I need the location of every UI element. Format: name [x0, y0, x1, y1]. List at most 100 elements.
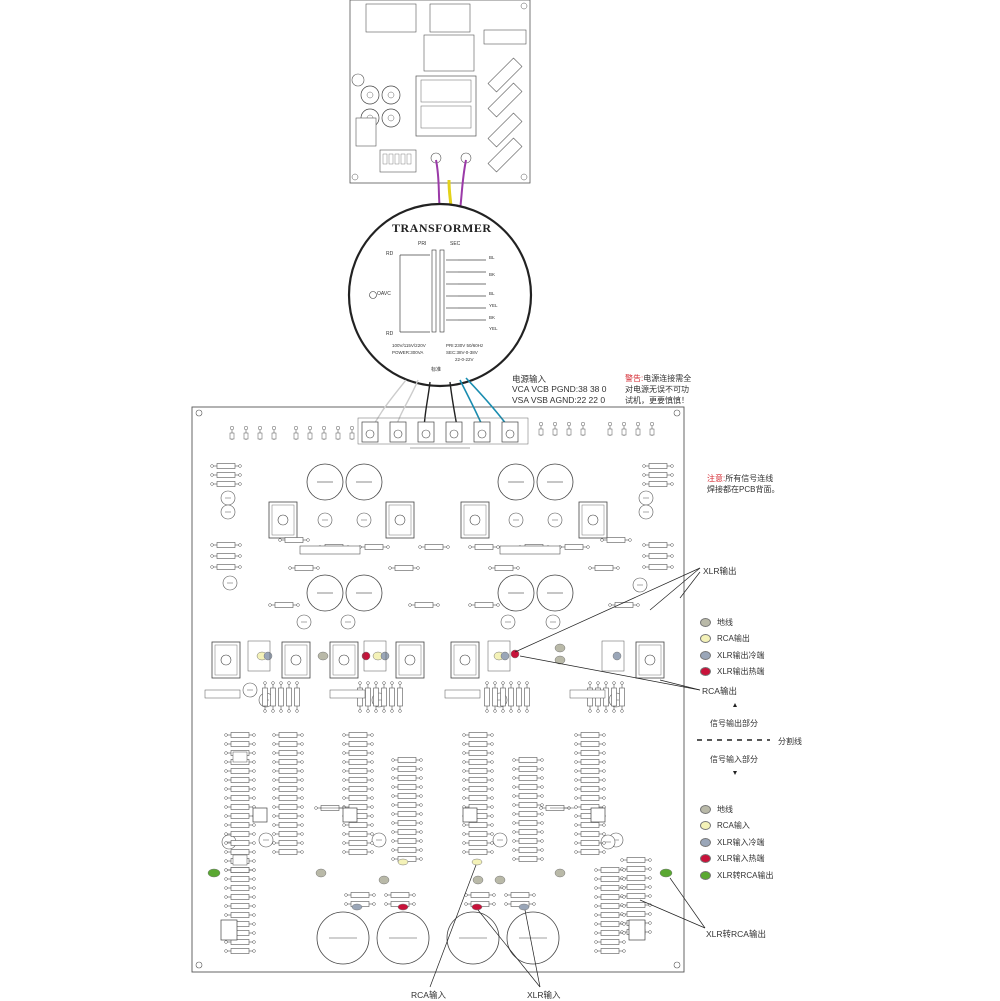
legend-label: XLR输入热端 [717, 854, 765, 864]
op-amp-chip [462, 807, 478, 823]
legend-label: XLR转RCA输出 [717, 870, 774, 880]
op-amp-chip [252, 807, 268, 823]
power-pcb-connector [355, 117, 377, 147]
legend-item: 地线 [700, 614, 765, 631]
diode-body [487, 57, 523, 93]
input-ground-grey [315, 868, 327, 878]
xlr-out-hot-red [510, 649, 520, 659]
output-pad-frame [487, 640, 511, 672]
power-terminal [389, 421, 407, 443]
legend-swatch [700, 870, 711, 880]
callout-xlr-out: XLR输出 [703, 566, 737, 576]
small-capacitor [340, 614, 356, 630]
legend-label: 地线 [717, 804, 733, 814]
power-terminal-strip [357, 417, 529, 445]
transformer-spec-right-2: SEC:38V-0-38V [446, 350, 478, 355]
transformer-spec-left-2: POWER:300VA [392, 350, 424, 355]
callout-rca-in: RCA输入 [411, 990, 446, 1000]
xlr-out-cold-blue [380, 651, 390, 661]
header-pin [229, 425, 235, 441]
power-pcb-header-pin [400, 153, 406, 165]
leader-xlr-to-rca [669, 877, 706, 929]
power-terminal [417, 421, 435, 443]
leader-xlr-out [649, 567, 701, 611]
note-block: 注意:所有信号连线 焊接都在PCB背面。 [707, 473, 779, 495]
small-capacitor [220, 504, 236, 520]
header-pin [635, 421, 641, 437]
leader-xlr-in [524, 909, 541, 988]
input-ground-grey [494, 875, 506, 885]
warning-block: 警告:电源连接需全 对电源无误不可功 试机，更要慎慎！ [625, 373, 691, 406]
legend-swatch [700, 854, 711, 864]
warning-line-3: 试机，更要慎慎！ [625, 396, 689, 405]
small-header [232, 854, 248, 866]
header-pin [580, 421, 586, 437]
rca-out-jack-grey [317, 651, 329, 661]
small-capacitor [632, 577, 648, 593]
output-pad-frame [247, 640, 271, 672]
power-pcb-cap-center [366, 91, 374, 99]
transformer-terminal-rd-bottom: RD [386, 331, 394, 337]
small-header [204, 689, 241, 699]
main-pcb-mount-hole [673, 961, 681, 969]
filter-capacitor [536, 574, 574, 612]
small-capacitor [317, 512, 333, 528]
legend-item: XLR输出冷端 [700, 647, 765, 664]
small-capacitor [242, 682, 258, 698]
warning-text: 电源连接需全 [643, 374, 692, 383]
power-input-line-2: VSA VSB AGND:22 22 0 [512, 395, 606, 405]
filter-capacitor [345, 463, 383, 501]
small-capacitor [371, 832, 387, 848]
small-capacitor [492, 832, 508, 848]
regulator-heatsink [578, 501, 608, 539]
transformer-spec-right-3: 22-0-22V [455, 357, 474, 362]
power-pcb-header-pin [382, 153, 388, 165]
xlr-out-cold-blue [612, 651, 622, 661]
callout-xlr-to-rca-out: XLR转RCA输出 [706, 929, 766, 939]
diode-body [487, 82, 523, 118]
header-pin [293, 425, 299, 441]
legend-swatch [700, 837, 711, 847]
transformer-spec-left-1: 100V/115V/220V [392, 343, 426, 348]
callout-signal-out: 信号输出部分 [710, 719, 758, 728]
input-connector [628, 919, 646, 941]
filter-capacitor [306, 463, 344, 501]
filter-capacitor [497, 463, 535, 501]
xlr-in-hot-red [471, 903, 483, 911]
regulator-heatsink [268, 501, 298, 539]
connector-strip [299, 545, 361, 555]
note-text: 所有信号连线 [725, 474, 774, 483]
small-capacitor [638, 490, 654, 506]
note-prefix: 注意: [707, 474, 726, 483]
legend-swatch [700, 617, 711, 627]
legend-item: RCA输入 [700, 818, 773, 835]
legend-item: RCA输出 [700, 631, 765, 648]
header-pin [649, 421, 655, 437]
arrow-up [733, 703, 737, 707]
small-header [232, 751, 248, 763]
power-pcb-cap-center [387, 91, 395, 99]
xlr-out-cold-blue [500, 651, 510, 661]
warning-line-2: 对电源无误不可功 [625, 385, 689, 394]
output-heatsink [395, 641, 425, 679]
transformer-ground-symbol [369, 291, 377, 299]
small-capacitor [545, 614, 561, 630]
rca-in-yellow [471, 858, 483, 866]
legend-label: XLR输出热端 [717, 667, 765, 677]
main-pcb-mount-hole [673, 409, 681, 417]
small-capacitor [508, 512, 524, 528]
leader-rca-in [429, 864, 477, 988]
input-connector [220, 919, 238, 941]
power-input-line-1: VCA VCB PGND:38 38 0 [512, 384, 607, 394]
output-heatsink [211, 641, 241, 679]
transformer-sec-3: BL [489, 291, 495, 296]
output-pad-frame [363, 640, 387, 672]
output-heatsink [450, 641, 480, 679]
leader-xlr-out [514, 567, 701, 653]
diode-body [487, 112, 523, 148]
main-pcb-mount-hole [195, 409, 203, 417]
regulator-heatsink [385, 501, 415, 539]
power-pcb-relay-2 [429, 3, 471, 33]
power-pcb-diode [487, 57, 523, 93]
